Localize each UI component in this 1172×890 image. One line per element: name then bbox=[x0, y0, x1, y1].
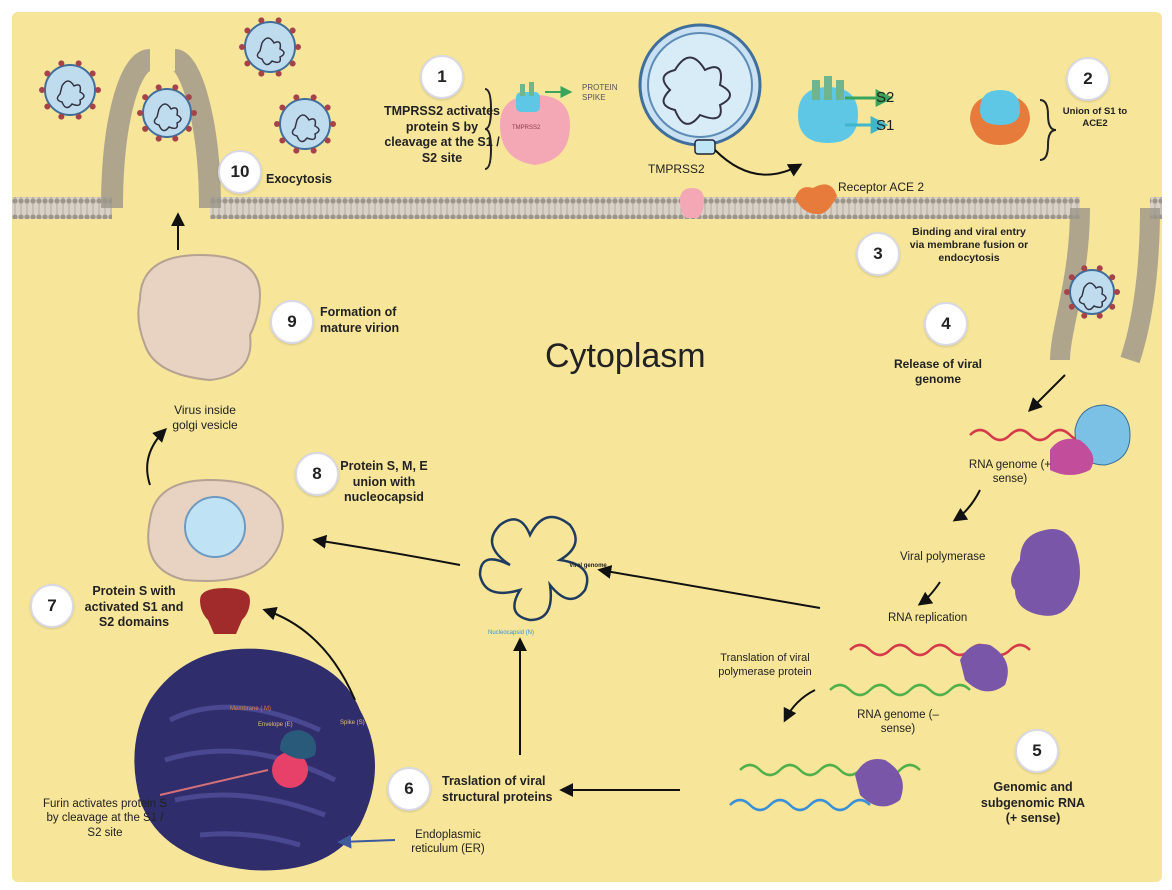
ace2-s1-complex bbox=[970, 90, 1057, 161]
step-7-badge: 7 bbox=[30, 584, 74, 628]
step-3-text: Binding and viral entry via membrane fus… bbox=[909, 226, 1029, 265]
rna-genome-minus-label: RNA genome (– sense) bbox=[857, 709, 939, 736]
nucleocapsid-structure bbox=[478, 515, 589, 622]
rna-genome-plus-label: RNA genome (+ sense) bbox=[968, 459, 1052, 486]
arrow-cleavage bbox=[714, 149, 803, 177]
step-9-badge: 9 bbox=[270, 300, 314, 344]
step-4-badge: 4 bbox=[924, 302, 968, 346]
rna-strands bbox=[729, 428, 1091, 812]
step-4-text: Release of viral genome bbox=[893, 357, 983, 386]
step-10-badge: 10 bbox=[218, 150, 262, 194]
step-8-badge: 8 bbox=[295, 452, 339, 496]
pathway-arrows bbox=[146, 212, 1066, 797]
tmprss2-label: TMPRSS2 bbox=[648, 162, 705, 176]
viral-polymerase-label: Viral polymerase bbox=[900, 551, 986, 563]
ribosome-subunit bbox=[1050, 438, 1094, 475]
virion-small bbox=[137, 84, 197, 142]
step-2-text: Union of S1 to ACE2 bbox=[1062, 106, 1128, 129]
golgi-vesicle-mature bbox=[137, 253, 262, 382]
virus-golgi-label: Virus inside golgi vesicle bbox=[172, 403, 238, 432]
spike-s-label: Spike (S) bbox=[340, 720, 365, 726]
translation-complex bbox=[855, 759, 903, 807]
cell-membrane bbox=[12, 49, 1162, 364]
step-2-badge: 2 bbox=[1066, 57, 1110, 101]
viral-genome-label: Viral genome bbox=[569, 563, 607, 569]
er-label: Endoplasmic reticulum (ER) bbox=[411, 829, 485, 856]
virion-small bbox=[239, 17, 301, 77]
step-1-text: TMPRSS2 activates protein S by cleavage … bbox=[383, 104, 501, 165]
replication-complex bbox=[960, 644, 1008, 692]
large-virion bbox=[638, 23, 762, 155]
nucleocapsid-label: Nucleocapsid (N) bbox=[488, 630, 535, 636]
tmprss2-inner-label: TMPRSS2 bbox=[512, 125, 541, 131]
endoplasmic-reticulum bbox=[134, 648, 375, 871]
rna-replication-label: RNA replication bbox=[888, 612, 968, 624]
step-7-text: Protein S with activated S1 and S2 domai… bbox=[84, 584, 184, 630]
cytoplasm-title: Cytoplasm bbox=[545, 337, 706, 375]
golgi-vesicle-assembling bbox=[147, 478, 284, 582]
protein-spike-label: PROTEIN SPIKE bbox=[582, 83, 618, 102]
protein-s-activated bbox=[200, 588, 250, 634]
spike-protein-cleaved bbox=[798, 76, 894, 143]
furin-label: Furin activates protein S by cleavage at… bbox=[42, 798, 167, 839]
membrane-m-label: Membrane ( M) bbox=[230, 706, 272, 712]
virion-small bbox=[39, 60, 101, 120]
s2-label: S2 bbox=[876, 89, 895, 106]
ace2-receptor bbox=[795, 184, 837, 215]
step-1-badge: 1 bbox=[420, 55, 464, 99]
virion-small bbox=[274, 94, 336, 154]
arrow-furin bbox=[159, 769, 269, 796]
step-5-text: Genomic and subgenomic RNA (+ sense) bbox=[980, 780, 1086, 826]
step-6-text: Traslation of viral structural proteins bbox=[442, 774, 553, 804]
envelope-e-label: Envelope (E) bbox=[258, 722, 293, 728]
step-5-badge: 5 bbox=[1015, 729, 1059, 773]
step-8-text: Protein S, M, E union with nucleocapsid bbox=[340, 459, 428, 505]
s1-label: S1 bbox=[876, 117, 895, 134]
arrow-er bbox=[337, 834, 396, 849]
tmprss2-spike-complex bbox=[484, 82, 573, 170]
step-3-badge: 3 bbox=[856, 232, 900, 276]
virion-small bbox=[1064, 265, 1120, 319]
translation-polymerase-label: Translation of viral polymerase protein bbox=[718, 652, 812, 678]
tmprss2-membrane-protein bbox=[680, 188, 704, 218]
viral-polymerase bbox=[1011, 529, 1080, 616]
receptor-ace2-label: Receptor ACE 2 bbox=[838, 180, 925, 194]
step-9-text: Formation of mature virion bbox=[320, 305, 400, 335]
step-10-text: Exocytosis bbox=[266, 172, 333, 186]
step-6-badge: 6 bbox=[387, 767, 431, 811]
